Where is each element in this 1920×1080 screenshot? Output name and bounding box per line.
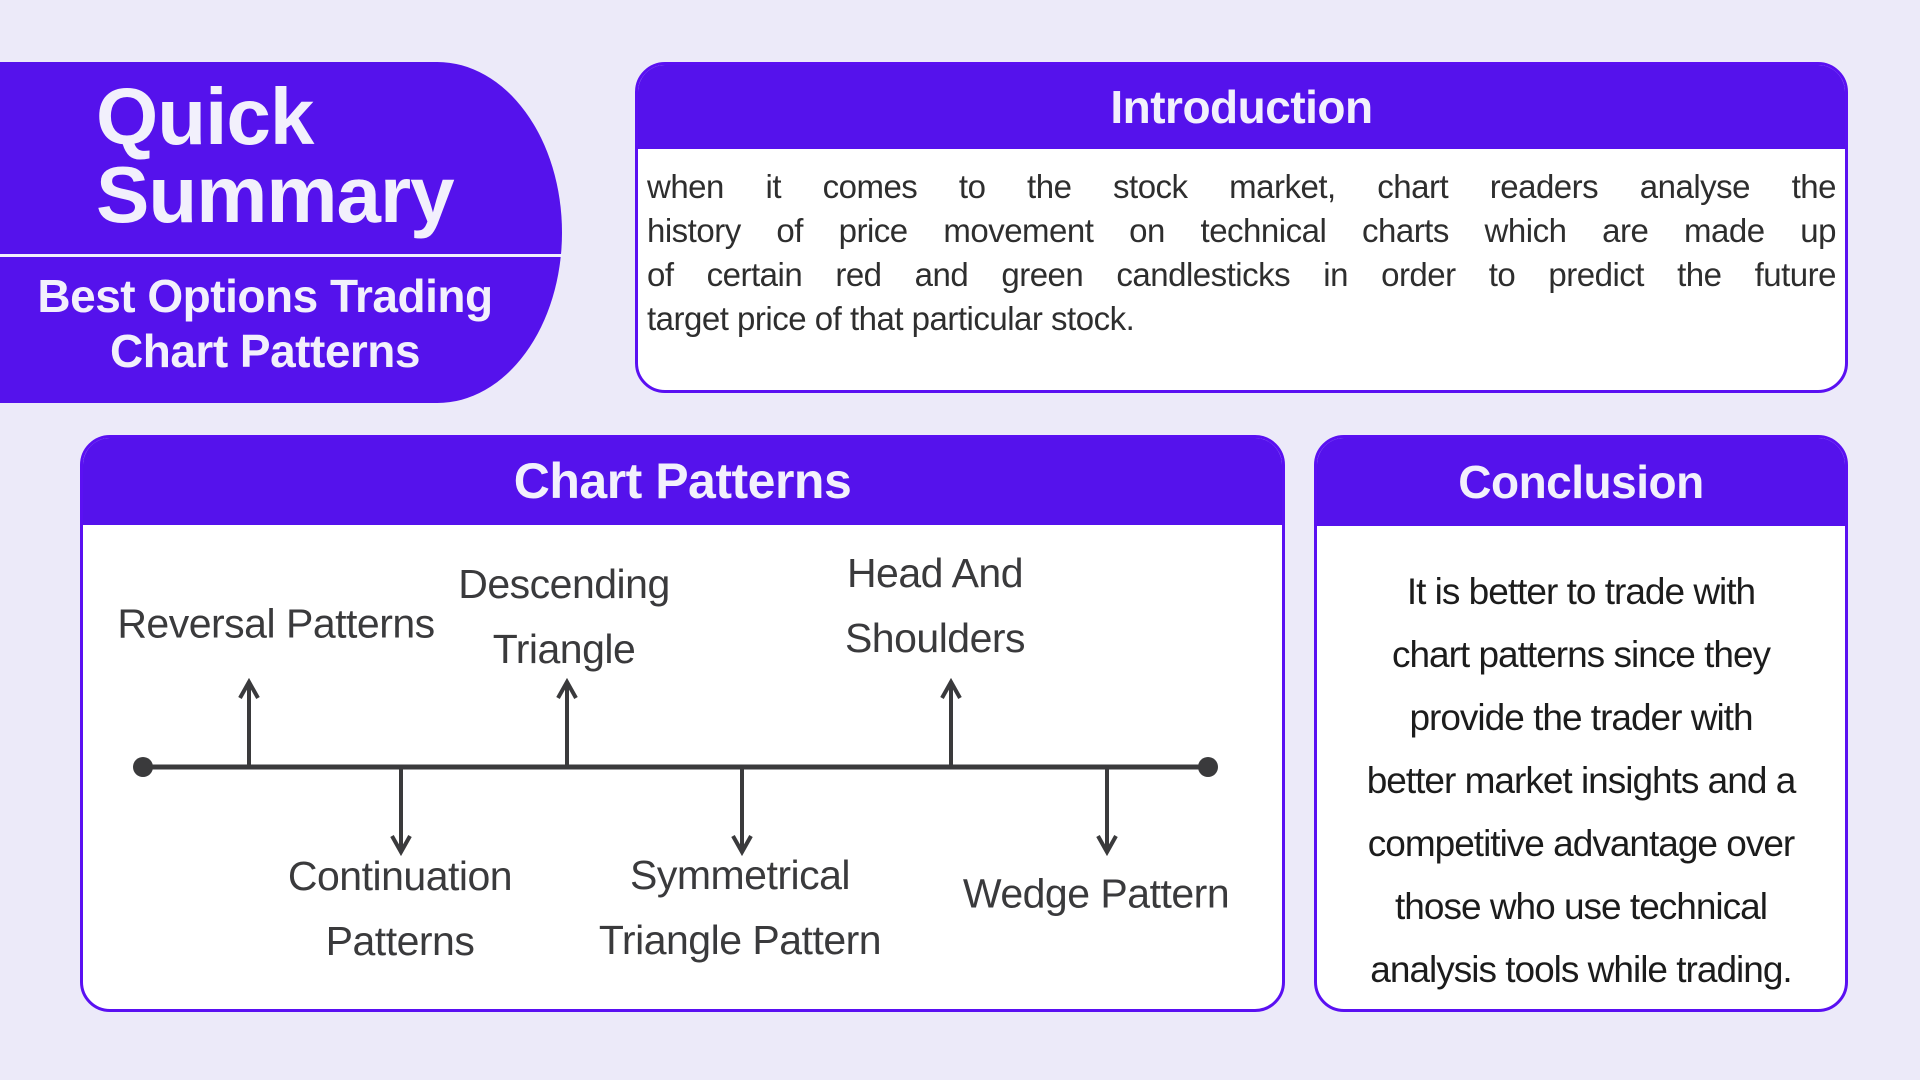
introduction-card: Introduction when it comes to the stock …	[635, 62, 1848, 393]
summary-banner: Quick Summary Best Options Trading Chart…	[0, 62, 562, 403]
timeline-label-descending-triangle: Descending Triangle	[458, 561, 670, 672]
summary-subtitle: Best Options Trading Chart Patterns	[0, 269, 530, 379]
conclusion-body-line: analysis tools while trading.	[1370, 949, 1792, 990]
introduction-body: when it comes to the stock market, chart…	[638, 149, 1845, 341]
summary-subtitle-line2: Chart Patterns	[110, 325, 420, 377]
up-arrow-descending-triangle	[556, 677, 578, 767]
conclusion-body-line: better market insights and a	[1366, 760, 1797, 801]
conclusion-body-line: competitive advantage over	[1367, 823, 1796, 864]
timeline-end-dot	[1198, 757, 1218, 777]
conclusion-body-line: those who use technical	[1395, 886, 1768, 927]
timeline-label-symmetrical-triangle: Symmetrical Triangle Pattern	[598, 852, 882, 963]
down-arrow-wedge-pattern	[1096, 767, 1118, 857]
timeline-start-dot	[133, 757, 153, 777]
conclusion-card: Conclusion It is better to trade with ch…	[1314, 435, 1848, 1012]
introduction-header: Introduction	[638, 65, 1845, 149]
down-arrow-symmetrical-triangle	[731, 767, 753, 857]
chart-patterns-header: Chart Patterns	[83, 438, 1282, 525]
summary-title: Quick Summary	[0, 62, 562, 239]
down-arrow-continuation-patterns	[390, 767, 412, 857]
timeline-label-wedge-pattern: Wedge Pattern	[962, 870, 1230, 917]
introduction-body-line: when it comes to the stock market, chart…	[647, 168, 1837, 205]
introduction-body-line: of certain red and green candlesticks in…	[647, 256, 1837, 293]
conclusion-body-line: provide the trader with	[1409, 697, 1753, 738]
up-arrow-reversal-patterns	[238, 677, 260, 767]
timeline-label-continuation-patterns: Continuation Patterns	[287, 853, 513, 964]
summary-divider	[0, 254, 562, 257]
summary-title-line1: Quick	[96, 72, 314, 161]
timeline-label-head-and-shoulders: Head And Shoulders	[844, 550, 1026, 661]
chart-patterns-card: Chart Patterns	[80, 435, 1285, 1012]
conclusion-title: Conclusion	[1458, 455, 1704, 508]
introduction-body-line: history of price movement on technical c…	[647, 212, 1837, 249]
introduction-title: Introduction	[1110, 80, 1373, 133]
conclusion-body: It is better to trade with chart pattern…	[1317, 526, 1845, 1001]
chart-patterns-title: Chart Patterns	[513, 453, 852, 509]
timeline-label-reversal-patterns: Reversal Patterns	[117, 600, 435, 647]
conclusion-body-line: chart patterns since they	[1391, 634, 1771, 675]
conclusion-header: Conclusion	[1317, 438, 1845, 526]
up-arrow-head-and-shoulders	[940, 677, 962, 767]
summary-title-line2: Summary	[96, 150, 455, 239]
conclusion-body-line: It is better to trade with	[1406, 571, 1756, 612]
summary-subtitle-line1: Best Options Trading	[37, 270, 493, 322]
introduction-body-line: target price of that particular stock.	[647, 300, 1135, 337]
